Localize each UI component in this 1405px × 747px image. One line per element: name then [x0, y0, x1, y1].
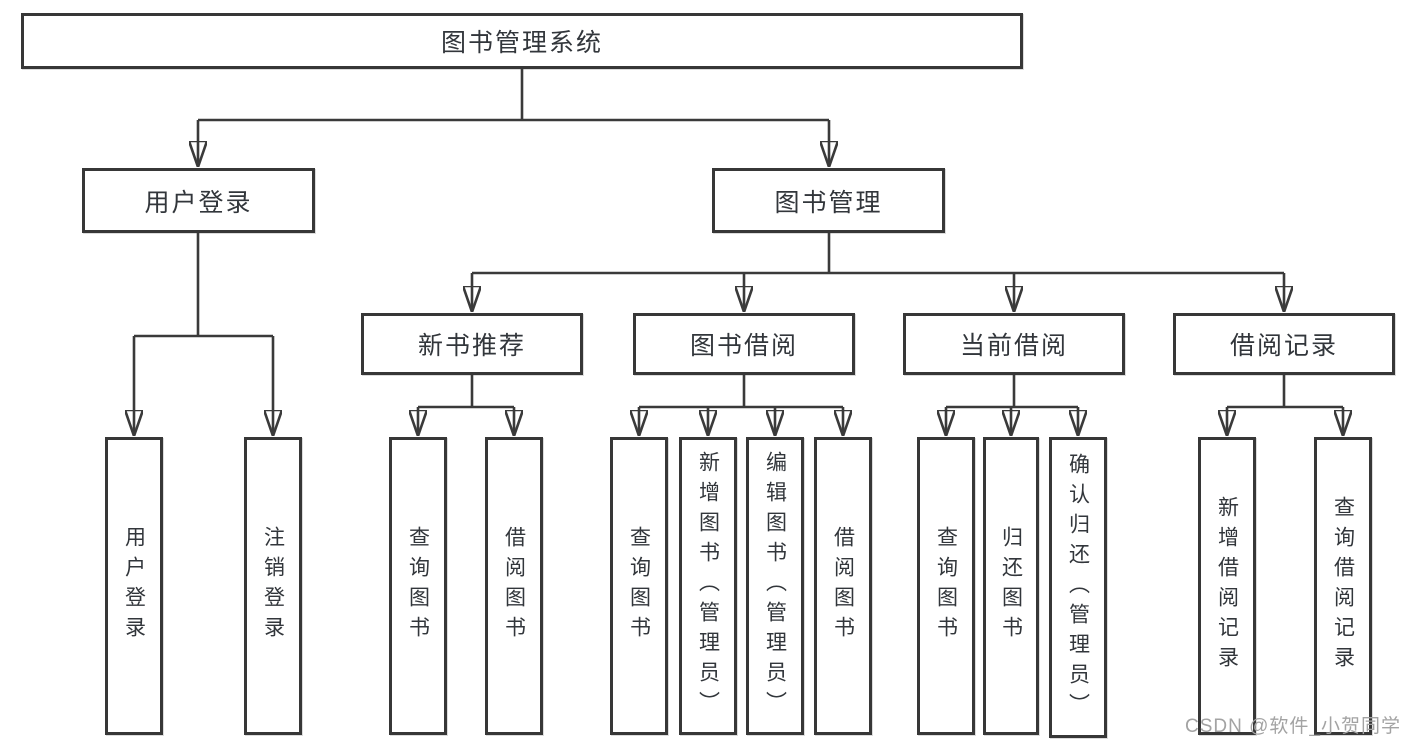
leaf-label: 归还图书: [999, 526, 1023, 646]
csdn-watermark: CSDN @软件_小贺同学: [1185, 716, 1401, 737]
wire-currentborrow-split: [946, 375, 1078, 409]
node-current-borrow: 当前借阅: [903, 313, 1125, 375]
leaf-nb-query-books: 查询图书: [389, 437, 447, 735]
leaf-label: 查询借阅记录: [1331, 496, 1355, 676]
leaf-label: 编辑图书（管理员）: [763, 451, 787, 721]
leaf-label: 注销登录: [261, 526, 285, 646]
leaf-label: 新增图书（管理员）: [696, 451, 720, 721]
leaf-label: 借阅图书: [831, 526, 855, 646]
leaf-bb-query-books: 查询图书: [610, 437, 668, 735]
leaf-label: 借阅图书: [502, 526, 526, 646]
wire-mgmt-split: [472, 233, 1284, 275]
leaf-cb-return-books: 归还图书: [983, 437, 1039, 735]
leaf-bb-add-books-admin: 新增图书（管理员）: [679, 437, 737, 735]
node-book-borrow: 图书借阅: [633, 313, 855, 375]
wire-records-split: [1227, 375, 1343, 409]
leaf-bb-borrow-books: 借阅图书: [814, 437, 872, 735]
leaf-label: 查询图书: [934, 526, 958, 646]
leaf-bb-edit-books-admin: 编辑图书（管理员）: [746, 437, 804, 735]
leaf-nb-borrow-books: 借阅图书: [485, 437, 543, 735]
node-new-book-recommend: 新书推荐: [361, 313, 583, 375]
leaf-br-query-record: 查询借阅记录: [1314, 437, 1372, 735]
leaf-br-add-record: 新增借阅记录: [1198, 437, 1256, 735]
leaf-label: 确认归还（管理员）: [1066, 452, 1090, 723]
wire-root-split: [198, 69, 829, 122]
leaf-cb-query-books: 查询图书: [917, 437, 975, 735]
leaf-user-login: 用户登录: [105, 437, 163, 735]
leaf-cb-confirm-return-admin: 确认归还（管理员）: [1049, 437, 1107, 738]
wire-login-split: [134, 233, 273, 338]
node-root-system: 图书管理系统: [21, 13, 1023, 69]
leaf-label: 新增借阅记录: [1215, 496, 1239, 676]
leaf-logout: 注销登录: [244, 437, 302, 735]
wire-bookborrow-split: [639, 375, 843, 409]
leaf-label: 查询图书: [406, 526, 430, 646]
wire-newbooks-split: [418, 375, 514, 409]
node-borrow-records: 借阅记录: [1173, 313, 1395, 375]
leaf-label: 查询图书: [627, 526, 651, 646]
node-user-login: 用户登录: [82, 168, 315, 233]
node-book-management: 图书管理: [712, 168, 945, 233]
leaf-label: 用户登录: [122, 526, 146, 646]
